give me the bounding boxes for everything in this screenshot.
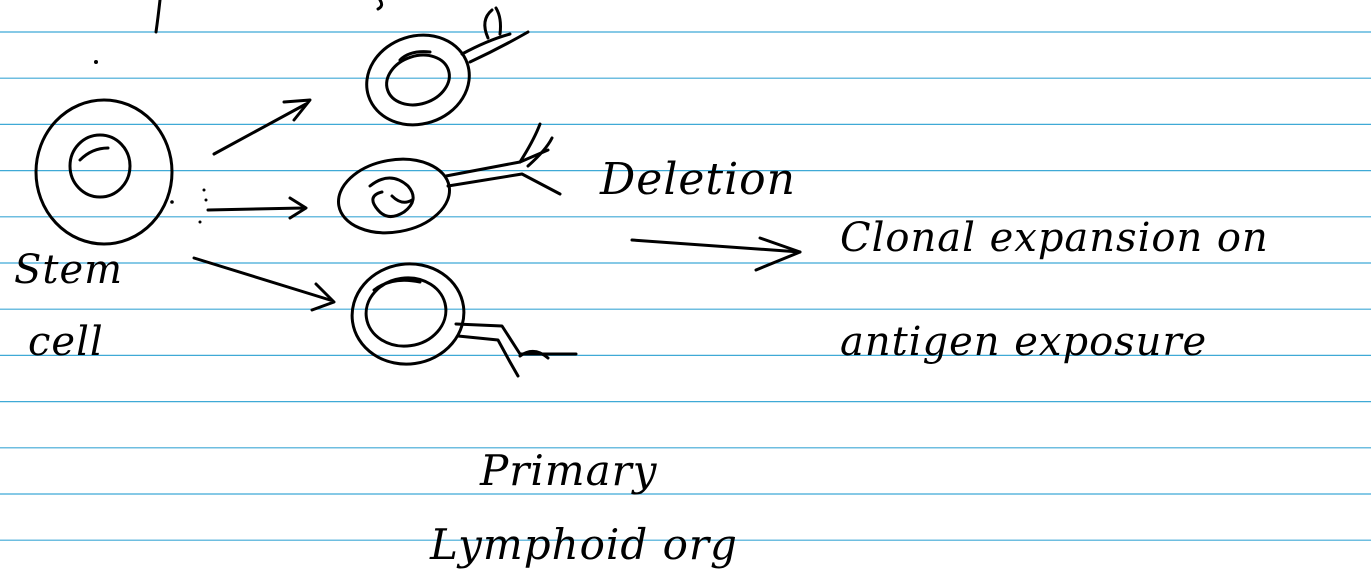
clonal-expansion-label-line2: antigen exposure: [840, 322, 1207, 362]
deletion-label: Deletion: [600, 158, 796, 202]
cutoff-stroke-mid: [378, 0, 382, 9]
primary-organ-label-line1: Primary: [480, 450, 657, 492]
ruled-lines: [0, 32, 1371, 540]
stem-cell-drawing: [36, 100, 174, 244]
cutoff-stroke-left: [156, 0, 160, 32]
lymphocyte-middle: [333, 124, 560, 241]
stem-cell-label-line2: cell: [28, 322, 104, 362]
lymphocyte-top: [355, 8, 528, 138]
deletion-arrow: [632, 238, 800, 270]
stem-cell-label-line1: Stem: [14, 250, 123, 290]
ink-dot: [94, 60, 98, 64]
primary-organ-label-line2: Lymphoid org: [430, 524, 738, 566]
lymphocyte-bottom: [346, 257, 576, 376]
differentiation-arrows: [194, 100, 334, 310]
clonal-expansion-label-line1: Clonal expansion on: [840, 218, 1269, 258]
